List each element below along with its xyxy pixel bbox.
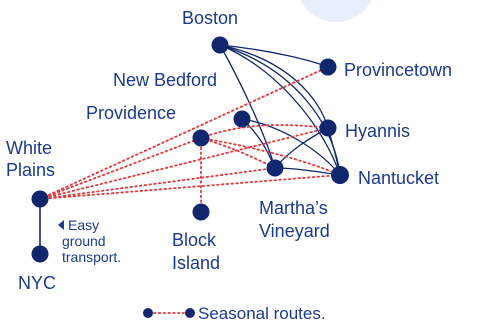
legend-seasonal-label: Seasonal routes. [198,304,326,322]
label-hyannis: Hyannis [345,121,410,141]
seasonal-whiteplains-hyannis [39,127,329,200]
label-white-plains-line1: White [6,138,52,158]
label-boston: Boston [182,8,238,28]
city-nodes [31,36,349,263]
node-new-bedford[interactable] [233,110,251,128]
label-marthas-line2: Vineyard [259,221,330,241]
node-block-island[interactable] [192,203,210,221]
label-nyc: NYC [18,273,56,293]
node-provincetown[interactable] [319,58,337,76]
node-hyannis[interactable] [319,119,337,137]
seasonal-routes [39,66,341,213]
label-nantucket: Nantucket [358,168,439,188]
label-provincetown: Provincetown [344,60,452,80]
badge-circle [300,0,372,22]
ground-note-line2: ground [62,233,106,249]
legend-node-right [185,308,195,318]
seasonal-whiteplains-nantucket [39,174,341,200]
seasonal-whiteplains-providence [39,137,202,200]
legend: Seasonal routes. [143,304,326,322]
label-block-line1: Block [172,230,217,250]
route-boston-nantucket-2 [219,44,341,176]
node-nantucket[interactable] [331,166,349,184]
seasonal-whiteplains-provincetown [39,66,329,200]
route-marthas-nantucket [274,167,341,176]
ground-note-line1: Easy [68,217,99,233]
node-providence[interactable] [192,129,210,147]
ground-note-arrow-icon [58,220,64,230]
route-boston-provincetown [219,44,329,68]
node-white-plains[interactable] [31,190,49,208]
node-marthas-vineyard[interactable] [266,159,284,177]
label-marthas-line1: Martha’s [259,198,328,218]
label-white-plains-line2: Plains [6,160,55,180]
route-newbedford-nantucket [241,118,341,176]
seasonal-providence-nantucket [200,137,341,176]
legend-node-left [143,308,153,318]
seasonal-providence-marthas [200,137,276,169]
label-block-line2: Island [172,253,220,273]
node-nyc[interactable] [31,245,49,263]
seasonal-whiteplains-marthas [39,167,276,200]
seasonal-providence-hyannis [200,124,329,139]
label-new-bedford: New Bedford [113,70,217,90]
label-providence: Providence [86,103,176,123]
route-boston-marthas [219,44,276,169]
ground-note-line3: transport. [62,249,121,265]
node-boston[interactable] [211,36,229,54]
